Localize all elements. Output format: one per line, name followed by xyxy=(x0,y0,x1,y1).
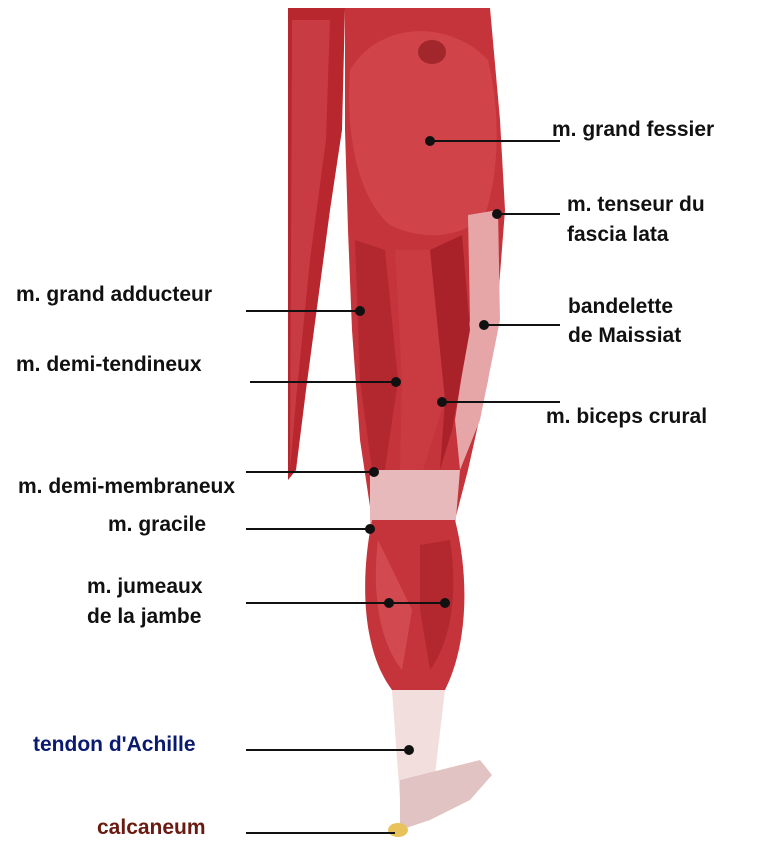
label-jumeaux-line2: de la jambe xyxy=(87,602,201,632)
label-demi-membraneux: m. demi-membraneux xyxy=(18,472,235,502)
label-biceps-crural: m. biceps crural xyxy=(546,402,707,432)
label-calcaneum: calcaneum xyxy=(97,813,206,843)
label-tenseur-line2: fascia lata xyxy=(567,220,669,250)
label-jumeaux-line1: m. jumeaux xyxy=(87,572,203,602)
label-grand-fessier: m. grand fessier xyxy=(552,115,714,145)
label-gracile: m. gracile xyxy=(108,510,206,540)
label-tenseur-line1: m. tenseur du xyxy=(567,190,705,220)
label-tendon-achille: tendon d'Achille xyxy=(33,730,196,760)
label-demi-tendineux: m. demi-tendineux xyxy=(16,350,202,380)
label-grand-adducteur: m. grand adducteur xyxy=(16,280,212,310)
heel-bone xyxy=(388,823,408,837)
label-bandelette-line1: bandelette xyxy=(568,292,673,322)
label-bandelette-line2: de Maissiat xyxy=(568,321,681,351)
leg-illustration xyxy=(288,8,505,837)
